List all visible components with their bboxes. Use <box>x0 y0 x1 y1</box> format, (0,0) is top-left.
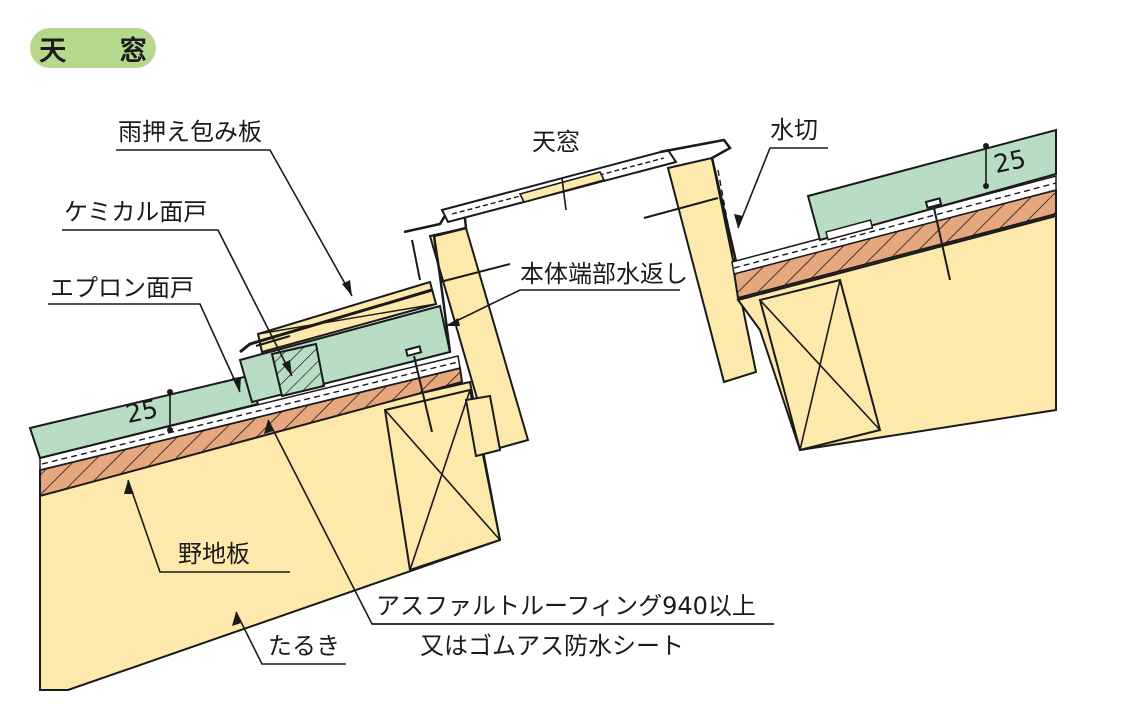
insulation-left <box>28 374 260 460</box>
skylight-glass <box>518 171 606 203</box>
chemical-face <box>270 342 326 398</box>
label-underlay-line2: 又はゴムアス防水シート <box>420 632 684 660</box>
title-badge: 天 窓 <box>30 28 156 68</box>
flashing-right <box>659 138 740 271</box>
flashing-left <box>403 208 468 353</box>
label-flashing: 水切 <box>770 116 818 144</box>
title-text: 天 窓 <box>39 35 169 67</box>
nails <box>255 197 951 433</box>
insulation-right <box>806 128 1057 242</box>
label-apron-face: エプロン面戸 <box>50 274 194 302</box>
rain-cover-sheet <box>239 288 433 354</box>
label-rain-cover: 雨押え包み板 <box>118 118 262 146</box>
label-skylight: 天窓 <box>532 128 580 156</box>
label-chemical-face: ケミカル面戸 <box>64 198 208 226</box>
curb-left-low <box>464 394 502 458</box>
clip-right <box>825 219 874 241</box>
label-underlay-line1: アスファルトルーフィング940以上 <box>376 592 756 620</box>
curb-right <box>666 156 758 384</box>
label-body-edge: 本体端部水返し <box>520 260 688 288</box>
label-sheathing: 野地板 <box>178 540 250 568</box>
label-rafter: たるき <box>268 632 340 660</box>
